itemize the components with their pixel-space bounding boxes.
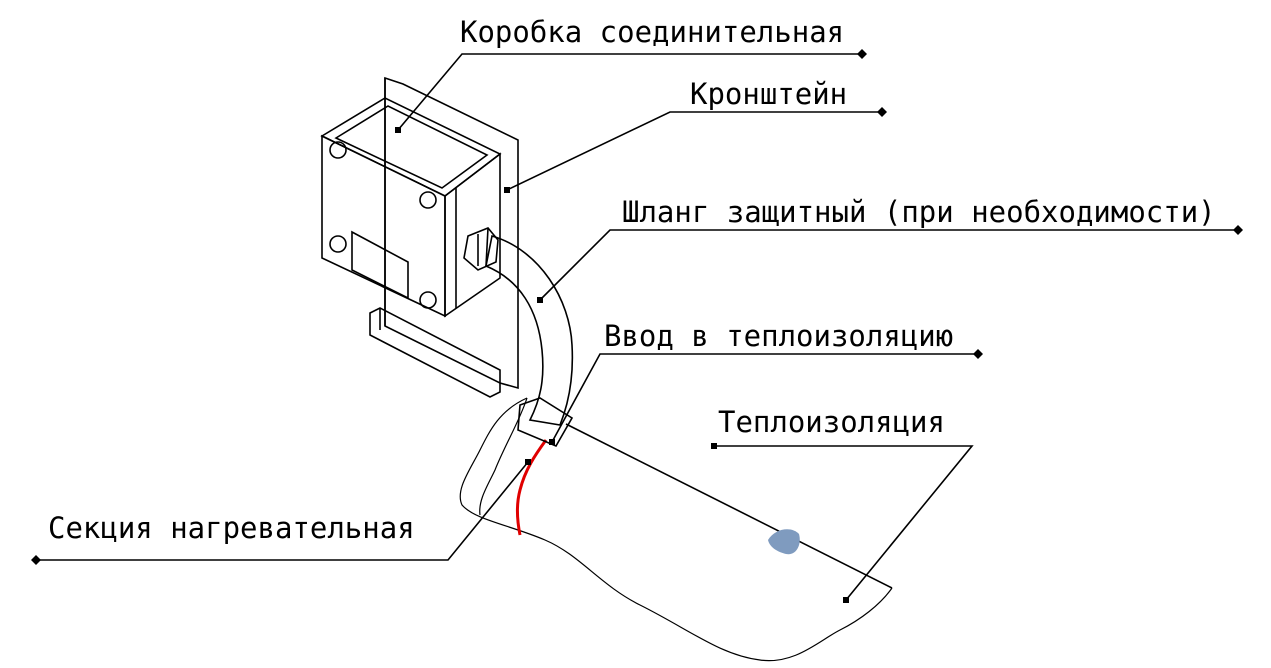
label-insulation-entry: Ввод в теплоизоляцию: [604, 319, 953, 353]
label-protective-hose: Шланг защитный (при необходимости): [622, 195, 1216, 229]
label-insulation: Теплоизоляция: [718, 405, 945, 439]
label-bracket: Кронштейн: [690, 77, 847, 111]
bracket: [369, 76, 519, 398]
label-heating-section: Секция нагревательная: [48, 511, 415, 545]
end-seal: [768, 529, 800, 555]
junction-box: [320, 97, 502, 318]
leader-lines: [36, 53, 1238, 601]
heating-cable: [515, 439, 548, 536]
label-junction-box: Коробка соединительная: [460, 15, 844, 49]
leader-markers: [31, 49, 1243, 603]
protective-hose: [485, 234, 574, 426]
pipe-line: [565, 423, 893, 589]
cable-gland: [463, 227, 499, 271]
insulation-entry-fitting: [517, 397, 574, 448]
